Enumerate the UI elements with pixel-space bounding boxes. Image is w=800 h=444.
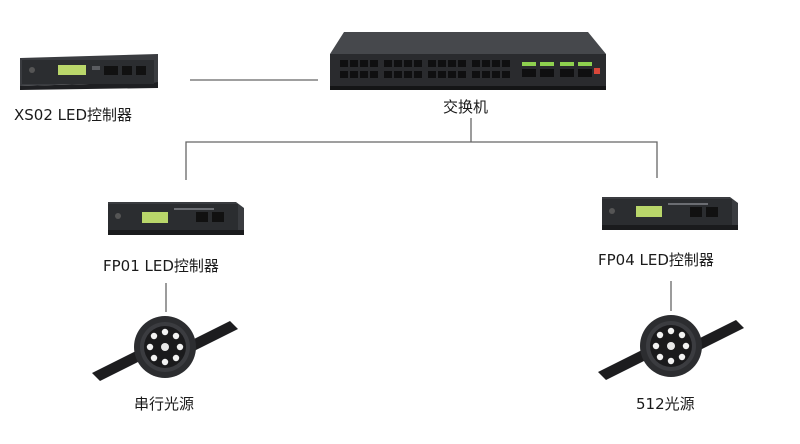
network-switch-image (326, 24, 610, 94)
switch-label: 交换机 (443, 98, 489, 116)
serial-light-label: 串行光源 (134, 395, 195, 413)
xs02-controller-image (12, 52, 160, 92)
fp01-controller-image (104, 198, 246, 238)
xs02-label: XS02 LED控制器 (14, 106, 133, 124)
fp04-controller-image (598, 193, 740, 233)
edge-switch-fp04 (471, 141, 658, 178)
dmx512-light-label: 512光源 (636, 395, 695, 413)
edge-switch-fp01 (185, 141, 471, 180)
fp01-label: FP01 LED控制器 (103, 257, 219, 275)
serial-light-image (90, 313, 240, 385)
fp04-label: FP04 LED控制器 (598, 251, 714, 269)
dmx512-light-image (596, 312, 746, 384)
